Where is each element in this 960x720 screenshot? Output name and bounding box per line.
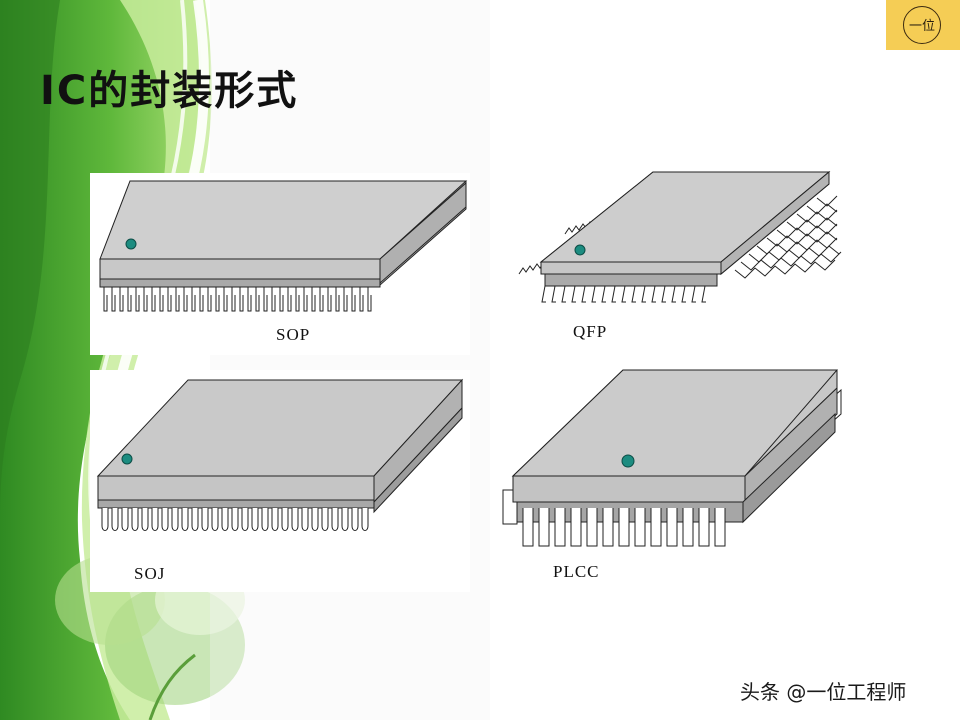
soj-label: SOJ: [134, 564, 166, 583]
logo-circle-icon: [903, 6, 941, 44]
sop-label: SOP: [276, 325, 311, 344]
plcc-chip-drawing: [502, 369, 842, 547]
slide-title: IC的封装形式: [40, 68, 299, 114]
sop-chip-drawing: [99, 180, 468, 312]
qfp-package-panel: QFP: [505, 170, 870, 355]
soj-chip-drawing: [96, 378, 464, 531]
soj-package-panel: SOJ: [90, 370, 470, 592]
qfp-label: QFP: [573, 322, 608, 341]
plcc-package-panel: PLCC: [495, 368, 860, 590]
watermark-text: 头条 @一位工程师: [740, 680, 907, 704]
logo-text: 一位: [908, 19, 935, 34]
plcc-label: PLCC: [553, 562, 600, 581]
qfp-chip-drawing: [518, 170, 842, 303]
sop-package-panel: SOP: [90, 173, 470, 355]
